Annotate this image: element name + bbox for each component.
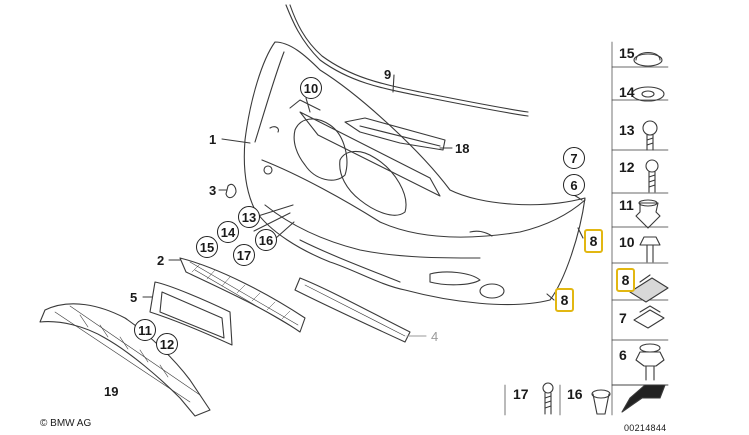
- callout-11: 11: [134, 319, 156, 341]
- side-item-6: 6: [619, 347, 627, 363]
- callout-4: 4: [431, 329, 439, 344]
- side-item-14: 14: [619, 84, 635, 100]
- carrier-19: [39, 303, 211, 417]
- part-15-cap: [633, 53, 663, 67]
- part-11-grommet: [635, 202, 661, 229]
- callout-1: 1: [209, 132, 217, 147]
- bumper-cover-outline: [243, 41, 586, 306]
- plate-base: [149, 281, 233, 346]
- clip-3: [225, 183, 237, 199]
- part-13-screw-head: [642, 120, 658, 136]
- side-item-10: 10: [619, 234, 635, 250]
- side-item-13: 13: [619, 122, 635, 138]
- part-7-nut: [633, 309, 665, 329]
- callout-6: 6: [563, 174, 585, 196]
- side-item-7: 7: [619, 310, 627, 326]
- callout-9: 9: [384, 67, 392, 82]
- callout-8-highlight-lower: 8: [555, 288, 574, 312]
- side-item-12: 12: [619, 159, 635, 175]
- callout-17: 17: [233, 244, 255, 266]
- callout-19: 19: [104, 384, 119, 399]
- lower-bracket: [294, 277, 411, 343]
- callout-15: 15: [196, 236, 218, 258]
- callout-16: 16: [255, 229, 277, 251]
- callout-13: 13: [238, 206, 260, 228]
- part-6-nut: [635, 351, 665, 367]
- part-14-washer: [631, 86, 665, 102]
- callout-5: 5: [130, 290, 138, 305]
- copyright: © BMW AG: [40, 418, 92, 429]
- document-number: 00214844: [624, 423, 667, 433]
- bottom-item-16: 16: [567, 386, 583, 402]
- part-12-screw-head: [645, 159, 659, 173]
- callout-2: 2: [157, 253, 165, 268]
- part-16-plug: [591, 389, 611, 399]
- bracket-18: [344, 117, 446, 151]
- part-17-screw-head: [542, 382, 554, 394]
- direction-arrow-icon: [621, 384, 666, 413]
- side-item-15: 15: [619, 45, 635, 61]
- callout-7: 7: [563, 147, 585, 169]
- callout-14: 14: [217, 221, 239, 243]
- callout-18: 18: [455, 141, 470, 156]
- part-8-clip: [629, 277, 669, 303]
- hood-seal: [285, 4, 529, 117]
- side-item-8-highlight: 8: [616, 268, 635, 292]
- side-item-11: 11: [619, 197, 634, 213]
- callout-10: 10: [300, 77, 322, 99]
- callout-8-highlight-upper: 8: [584, 229, 603, 253]
- grille-insert: [179, 257, 306, 333]
- callout-12: 12: [156, 333, 178, 355]
- kidney-grille: [293, 118, 348, 181]
- callout-3: 3: [209, 183, 217, 198]
- bottom-item-17: 17: [513, 386, 529, 402]
- part-10-bolt: [646, 244, 654, 263]
